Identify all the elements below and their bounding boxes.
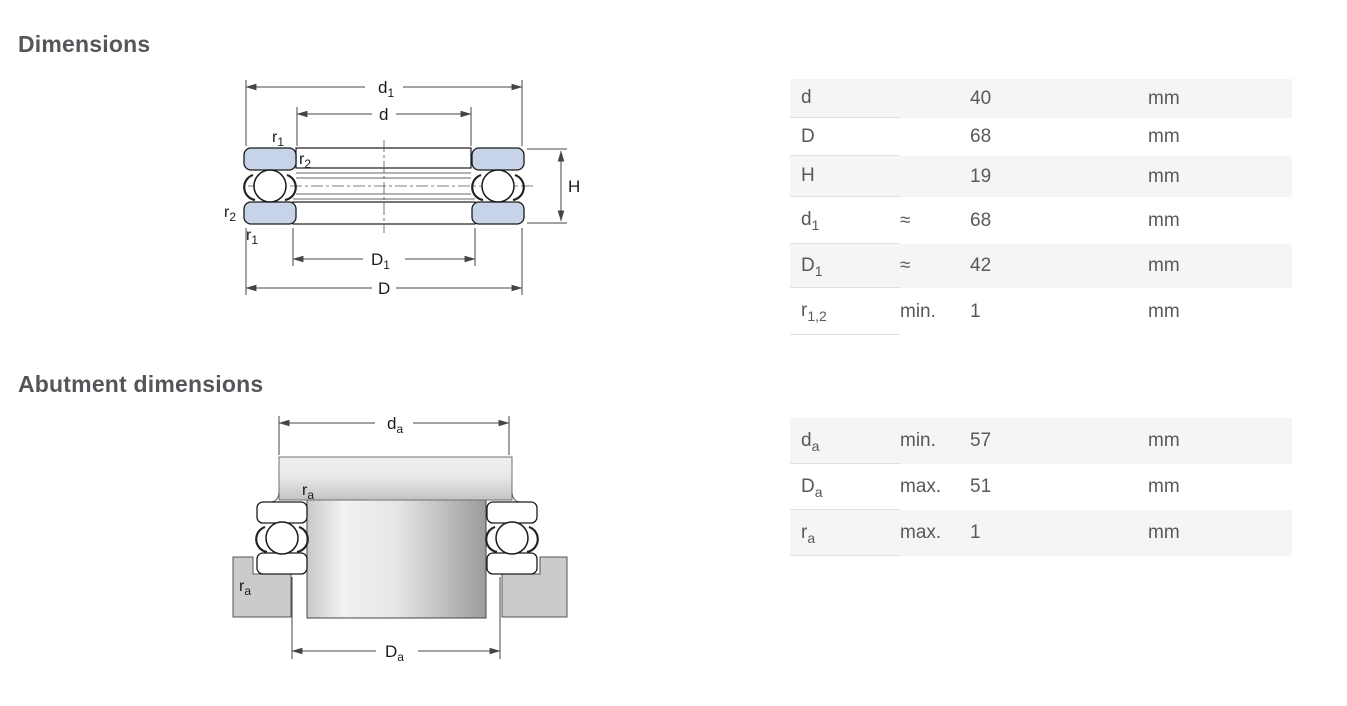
qualifier-cell: min. xyxy=(900,430,936,451)
section-heading-dimensions: Dimensions xyxy=(18,31,151,57)
table-row: H 19 mm xyxy=(790,156,1292,197)
dim-label-d: d xyxy=(379,105,388,124)
qualifier-cell: max. xyxy=(900,522,942,543)
unit-cell: mm xyxy=(1148,87,1180,109)
washer-cross-sections xyxy=(243,147,525,225)
radius-label-r1-side: r1 xyxy=(246,227,258,247)
unit-cell: mm xyxy=(1148,522,1180,543)
unit-cell: mm xyxy=(1148,430,1180,451)
radius-label-r2-top: r2 xyxy=(299,151,311,171)
value-cell: 57 xyxy=(970,430,992,451)
bearing-balls xyxy=(265,521,529,555)
table-row: D 68 mm xyxy=(790,118,1292,156)
dim-label-Da: Da xyxy=(385,642,404,664)
section-heading-abutment: Abutment dimensions xyxy=(18,371,264,397)
unit-cell: mm xyxy=(1148,476,1180,497)
label-backplates xyxy=(363,79,405,296)
extension-lines xyxy=(245,80,567,295)
cage-clips xyxy=(243,173,525,202)
value-cell: 1 xyxy=(970,300,981,322)
unit-cell: mm xyxy=(1148,255,1180,276)
dim-label-da: da xyxy=(387,414,403,436)
value-cell: 68 xyxy=(970,209,992,231)
qualifier-cell: max. xyxy=(900,476,942,497)
unit-cell: mm xyxy=(1148,126,1180,147)
housing-blocks xyxy=(232,556,568,618)
value-cell: 40 xyxy=(970,87,992,109)
cage-clips xyxy=(255,525,539,554)
thrust-bearing-section-drawing: d1 d H D1 D r1 r2 r2 r1 xyxy=(224,78,580,298)
shaft-shoulder xyxy=(278,456,513,501)
value-cell: 42 xyxy=(970,255,992,276)
radius-label-r1-top: r1 xyxy=(272,129,284,149)
abutment-mounting-drawing: da Da ra ra xyxy=(232,414,568,664)
bearing-washers xyxy=(256,501,538,575)
symbol-cell: d xyxy=(790,79,900,118)
dim-label-D1: D1 xyxy=(371,250,390,272)
value-cell: 19 xyxy=(970,165,992,187)
bearing-balls xyxy=(253,169,515,203)
radius-label-r2-side: r2 xyxy=(224,204,236,224)
radius-label-ra-side: ra xyxy=(239,578,251,598)
dim-label-H: H xyxy=(568,177,580,196)
unit-cell: mm xyxy=(1148,165,1180,187)
qualifier-cell xyxy=(900,118,970,156)
symbol-cell: H xyxy=(790,156,900,197)
shaft-section xyxy=(306,499,487,619)
qualifier-cell: min. xyxy=(900,300,936,322)
qualifier-cell xyxy=(900,79,970,118)
qualifier-cell: ≈ xyxy=(900,209,911,231)
dim-label-d1: d1 xyxy=(378,78,394,100)
value-cell: 1 xyxy=(970,522,981,543)
unit-cell: mm xyxy=(1148,209,1180,231)
radius-label-ra-top: ra xyxy=(302,482,314,502)
unit-cell: mm xyxy=(1148,300,1180,322)
value-cell: 51 xyxy=(970,476,992,497)
value-cell: 68 xyxy=(970,126,992,147)
label-backplates xyxy=(375,415,418,660)
qualifier-cell xyxy=(900,156,970,197)
dim-label-D: D xyxy=(378,279,390,298)
symbol-cell: D xyxy=(790,118,900,156)
table-row: d 40 mm xyxy=(790,79,1292,118)
qualifier-cell: ≈ xyxy=(900,255,911,276)
